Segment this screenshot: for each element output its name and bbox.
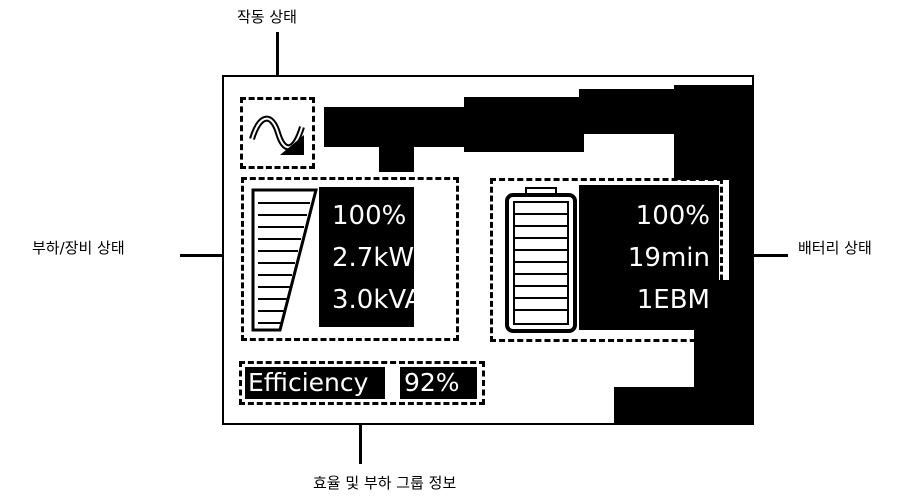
ups-lcd-screen: Online mode 100% 2.7kW 3.0kVA 100% 19min…: [222, 75, 754, 425]
black-block: [579, 185, 719, 330]
black-block: [579, 89, 679, 134]
efficiency-label: Efficiency: [248, 368, 369, 397]
black-block: [464, 97, 584, 152]
black-block: [674, 85, 752, 180]
callout-line-load: [180, 254, 242, 257]
load-power-kva: 3.0kVA: [332, 285, 423, 315]
callout-efficiency-info: 효율 및 부하 그룹 정보: [313, 474, 457, 492]
battery-ebm: 1EBM: [636, 285, 710, 315]
battery-icon: [505, 187, 577, 333]
efficiency-box: [239, 361, 485, 405]
battery-status-box: [490, 178, 723, 342]
load-percent: 100%: [332, 201, 407, 231]
efficiency-label-bg: [245, 367, 385, 399]
load-bar-icon: [251, 188, 318, 332]
operation-status-box: [240, 97, 315, 169]
load-status-box: [241, 177, 459, 341]
black-block: [729, 180, 752, 280]
callout-line-efficiency: [359, 402, 362, 464]
load-power-kw: 2.7kW: [332, 243, 415, 273]
black-block: [319, 187, 414, 327]
battery-runtime: 19min: [627, 243, 710, 273]
black-block: [614, 387, 752, 423]
callout-battery-status: 배터리 상태: [798, 239, 872, 257]
callout-load-status: 부하/장비 상태: [32, 239, 125, 257]
black-block: [324, 107, 469, 147]
efficiency-value: 92%: [404, 368, 460, 397]
battery-percent: 100%: [635, 201, 710, 231]
efficiency-value-bg: [400, 367, 477, 399]
callout-operation-status: 작동 상태: [237, 8, 297, 26]
callout-line-operation: [276, 32, 279, 94]
black-block: [379, 142, 414, 172]
mode-text: Online mode: [324, 111, 516, 146]
sine-wave-icon: [249, 115, 305, 155]
